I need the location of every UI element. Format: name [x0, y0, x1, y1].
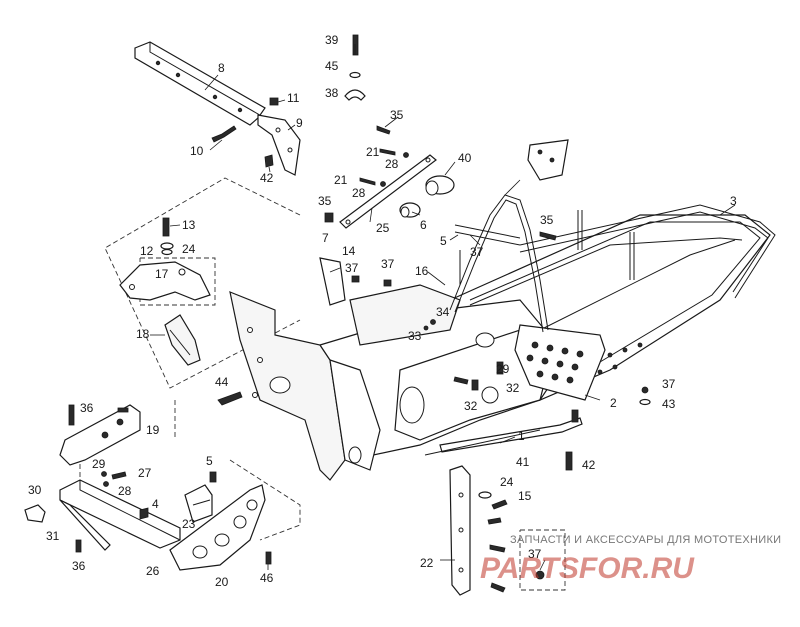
sleeve-40: [399, 175, 455, 218]
top-cross-bar: [134, 41, 266, 126]
main-frame: [229, 214, 771, 481]
label-43: 43: [662, 397, 676, 411]
label-42-lower: 42: [582, 458, 596, 472]
label-42-upper: 42: [260, 171, 274, 185]
label-13: 13: [182, 218, 196, 232]
fasteners: [68, 34, 651, 593]
label-36-upper: 36: [80, 401, 94, 415]
label-4: 4: [152, 497, 159, 511]
label-28-upper: 28: [385, 157, 399, 171]
bracket-17: [119, 261, 211, 301]
front-bracket-19: [59, 404, 141, 466]
bracket-9: [257, 114, 301, 176]
label-34: 34: [436, 305, 450, 319]
label-39: 39: [325, 33, 339, 47]
label-5-lower: 5: [206, 454, 213, 468]
label-17: 17: [155, 267, 169, 281]
label-28-lower: 28: [118, 484, 132, 498]
label-16: 16: [415, 264, 429, 278]
label-29-mid: 29: [496, 362, 510, 376]
label-5-upper: 5: [440, 234, 447, 248]
label-32-left: 32: [464, 399, 478, 413]
label-30: 30: [28, 483, 42, 497]
label-11: 11: [287, 91, 300, 105]
label-45: 45: [325, 59, 339, 73]
skid-plate-20: [169, 484, 266, 571]
label-37-lower: 37: [528, 547, 542, 561]
watermark-brand: PARTSFOR.RU: [480, 552, 695, 585]
label-44: 44: [215, 375, 229, 389]
part-labels: 39 45 38 8 11 9 10 42 35 21 28 40 21 28 …: [28, 33, 737, 589]
tie-rod-bar: [339, 154, 437, 229]
label-36-lower: 36: [72, 559, 86, 573]
label-41: 41: [516, 455, 530, 469]
label-37-right: 37: [381, 257, 395, 271]
label-25: 25: [376, 221, 390, 235]
label-35-upper: 35: [390, 108, 404, 122]
label-24-lower: 24: [500, 475, 514, 489]
label-15: 15: [518, 489, 532, 503]
label-21-mid: 21: [334, 173, 348, 187]
label-46: 46: [260, 571, 274, 585]
label-14: 14: [342, 244, 356, 258]
label-12: 12: [140, 244, 154, 258]
label-29-lower: 29: [92, 457, 106, 471]
watermark: ЗАПЧАСТИ И АКСЕССУАРЫ ДЛЯ МОТОТЕХНИКИ PA…: [480, 534, 781, 585]
label-22: 22: [420, 556, 434, 570]
label-31: 31: [46, 529, 60, 543]
label-7: 7: [322, 231, 329, 245]
label-33: 33: [408, 329, 422, 343]
side-bracket-22: [449, 465, 471, 596]
label-40: 40: [458, 151, 472, 165]
label-27: 27: [138, 466, 152, 480]
label-37-mid: 37: [345, 261, 359, 275]
label-9: 9: [296, 116, 303, 130]
label-24-upper: 24: [182, 242, 196, 256]
label-28-mid: 28: [352, 186, 366, 200]
bracket-14: [319, 257, 346, 306]
label-18: 18: [136, 327, 150, 341]
bracket-18: [164, 314, 201, 366]
watermark-tagline: ЗАПЧАСТИ И АКСЕССУАРЫ ДЛЯ МОТОТЕХНИКИ: [510, 534, 781, 546]
label-2: 2: [610, 396, 617, 410]
label-3: 3: [730, 194, 737, 208]
front-bumper-26: [59, 479, 181, 551]
label-19: 19: [146, 423, 160, 437]
label-32-right: 32: [506, 381, 520, 395]
label-20: 20: [215, 575, 229, 589]
steering-hoop: [449, 194, 549, 333]
upper-mount-plate: [504, 139, 569, 196]
label-37-hoop: 37: [470, 245, 484, 259]
label-1: 1: [518, 429, 525, 443]
label-38: 38: [325, 86, 339, 100]
clip-30: [24, 504, 46, 523]
leader-lines: [150, 44, 736, 571]
label-8: 8: [218, 61, 225, 75]
label-23: 23: [182, 517, 196, 531]
label-26: 26: [146, 564, 160, 578]
label-37-rear: 37: [662, 377, 676, 391]
label-6: 6: [420, 218, 427, 232]
label-35-right: 35: [540, 213, 554, 227]
label-35-left: 35: [318, 194, 332, 208]
label-10: 10: [190, 144, 204, 158]
bracket-23: [184, 484, 213, 523]
label-21-upper: 21: [366, 145, 380, 159]
rear-rail-assembly: [514, 204, 776, 401]
